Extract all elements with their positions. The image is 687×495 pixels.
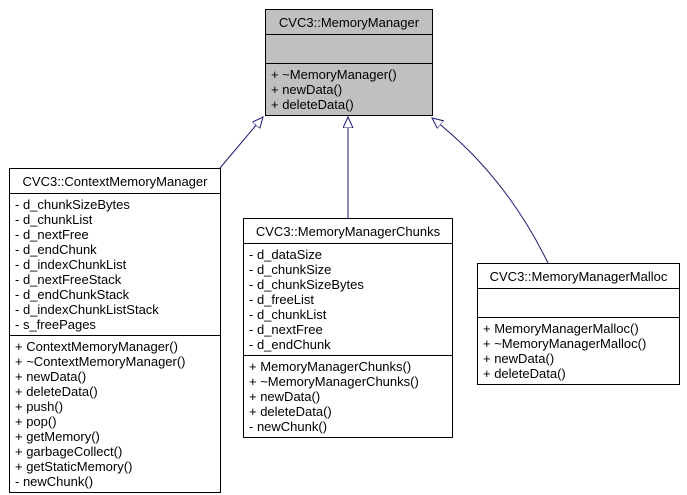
class-title: CVC3::MemoryManager — [278, 14, 420, 30]
member-row: - d_indexChunkListStack — [15, 302, 159, 317]
member-row: - d_chunkSizeBytes — [249, 277, 364, 292]
member-row: + ContextMemoryManager() — [15, 339, 178, 354]
inheritance-arrow-context-memory-manager — [219, 117, 263, 169]
member-row: - d_endChunkStack — [15, 287, 130, 302]
class-box-memory-manager-malloc[interactable]: CVC3::MemoryManagerMalloc + MemoryManage… — [477, 263, 680, 385]
member-row: + garbageCollect() — [15, 444, 123, 459]
member-row: - d_nextFree — [249, 322, 323, 337]
attributes-compartment — [266, 34, 432, 63]
member-row: - s_freePages — [15, 317, 96, 332]
member-row: - d_endChunk — [249, 337, 331, 352]
member-row: + ~MemoryManagerChunks() — [249, 374, 419, 389]
member-row: + newData() — [249, 389, 321, 404]
member-row: - d_nextFreeStack — [15, 272, 122, 287]
member-row: + MemoryManagerChunks() — [249, 359, 412, 374]
class-title: CVC3::MemoryManagerChunks — [255, 223, 441, 239]
methods-compartment: + ~MemoryManager()+ newData()+ deleteDat… — [266, 63, 432, 115]
member-row: - newChunk() — [249, 419, 328, 434]
member-row: + newData() — [15, 369, 87, 384]
member-row: + ~MemoryManager() — [271, 67, 397, 82]
member-row: + MemoryManagerMalloc() — [483, 321, 639, 336]
member-row: - d_nextFree — [15, 227, 89, 242]
member-row: - d_dataSize — [249, 247, 322, 262]
member-row: + ~ContextMemoryManager() — [15, 354, 186, 369]
member-row: - d_endChunk — [15, 242, 97, 257]
member-row: + push() — [15, 399, 64, 414]
member-row: + pop() — [15, 414, 57, 429]
methods-compartment: + MemoryManagerChunks()+ ~MemoryManagerC… — [244, 355, 452, 437]
methods-compartment: + ContextMemoryManager()+ ~ContextMemory… — [10, 335, 220, 492]
class-box-memory-manager-chunks[interactable]: CVC3::MemoryManagerChunks - d_dataSize- … — [243, 218, 453, 438]
attributes-compartment — [478, 288, 679, 317]
member-row: + ~MemoryManagerMalloc() — [483, 336, 647, 351]
attributes-compartment: - d_dataSize- d_chunkSize- d_chunkSizeBy… — [244, 243, 452, 355]
member-row: + newData() — [483, 351, 555, 366]
member-row: - d_indexChunkList — [15, 257, 127, 272]
member-row: - d_chunkSize — [249, 262, 332, 277]
member-row: - d_chunkList — [15, 212, 93, 227]
member-row: - d_chunkList — [249, 307, 327, 322]
methods-compartment: + MemoryManagerMalloc()+ ~MemoryManagerM… — [478, 317, 679, 384]
class-title: CVC3::ContextMemoryManager — [22, 173, 208, 189]
member-row: - d_chunkSizeBytes — [15, 197, 130, 212]
member-row: + deleteData() — [483, 366, 566, 381]
member-row: + deleteData() — [249, 404, 332, 419]
class-title: CVC3::MemoryManagerMalloc — [489, 268, 668, 284]
member-row: - d_freeList — [249, 292, 315, 307]
class-box-context-memory-manager[interactable]: CVC3::ContextMemoryManager - d_chunkSize… — [9, 168, 221, 493]
member-row: + deleteData() — [15, 384, 98, 399]
attributes-compartment: - d_chunkSizeBytes- d_chunkList- d_nextF… — [10, 193, 220, 335]
class-box-memory-manager: CVC3::MemoryManager + ~MemoryManager()+ … — [265, 9, 433, 116]
member-row: + getStaticMemory() — [15, 459, 133, 474]
member-row: + getMemory() — [15, 429, 100, 444]
member-row: + deleteData() — [271, 97, 354, 112]
member-row: - newChunk() — [15, 474, 94, 489]
member-row: + newData() — [271, 82, 343, 97]
